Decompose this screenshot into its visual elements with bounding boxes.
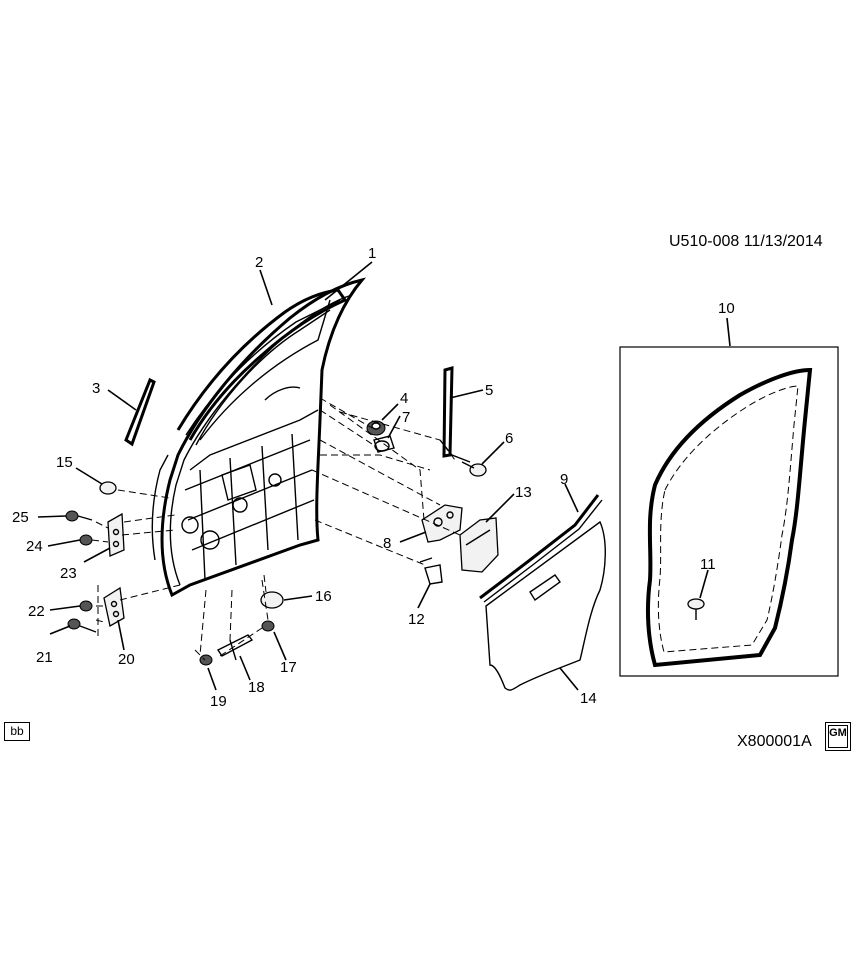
callout-16: 16 xyxy=(315,588,332,605)
lower-hinge xyxy=(103,586,125,628)
callout-6: 6 xyxy=(505,430,513,447)
bracket-13 xyxy=(459,517,499,573)
callout-14: 14 xyxy=(580,690,597,707)
gm-logo: GM xyxy=(825,722,851,751)
callout-22: 22 xyxy=(28,603,45,620)
water-deflector xyxy=(485,520,606,691)
bolt-24 xyxy=(79,534,93,546)
window-channel xyxy=(176,288,348,441)
callout-labels: 1 2 3 4 5 6 7 8 9 10 11 12 13 14 15 16 1… xyxy=(12,245,735,710)
check-link-18 xyxy=(216,634,254,661)
callout-9: 9 xyxy=(560,471,568,488)
bolt-22 xyxy=(79,600,93,612)
callout-4: 4 xyxy=(400,390,408,407)
bolt-19 xyxy=(199,654,213,666)
door-shell xyxy=(151,277,367,598)
callout-19: 19 xyxy=(210,693,227,710)
callout-7: 7 xyxy=(402,409,410,426)
callout-21: 21 xyxy=(36,649,53,666)
figure-id: X800001A xyxy=(737,733,812,750)
callout-2: 2 xyxy=(255,254,263,271)
plug-15 xyxy=(99,481,117,495)
weatherstrip-9 xyxy=(479,494,600,600)
clip-12 xyxy=(419,557,443,585)
bumper-7 xyxy=(373,435,395,453)
callout-1: 1 xyxy=(368,245,376,262)
callout-12: 12 xyxy=(408,611,425,628)
callout-11: 11 xyxy=(700,556,716,573)
nut-4 xyxy=(366,420,386,436)
bolt-6 xyxy=(461,461,487,477)
callout-3: 3 xyxy=(92,380,100,397)
callout-25: 25 xyxy=(12,509,29,526)
latch-bracket xyxy=(421,504,463,543)
upper-hinge xyxy=(107,512,125,557)
callout-20: 20 xyxy=(118,651,135,668)
weatherstrip-kit xyxy=(619,346,839,677)
callout-15: 15 xyxy=(56,454,73,471)
callout-17: 17 xyxy=(280,659,297,676)
leader-lines xyxy=(37,261,731,691)
bolt-25 xyxy=(65,510,93,522)
callout-5: 5 xyxy=(485,382,493,399)
applique xyxy=(124,377,156,447)
plug-16 xyxy=(260,591,284,609)
callout-18: 18 xyxy=(248,679,265,696)
document-id: U510-008 11/13/2014 xyxy=(669,233,823,250)
gm-logo-text: GM xyxy=(828,725,848,748)
rear-channel xyxy=(439,365,471,463)
callout-13: 13 xyxy=(515,484,532,501)
assembly-lines xyxy=(91,397,461,661)
bolt-17 xyxy=(261,620,275,632)
callout-8: 8 xyxy=(383,535,391,552)
callout-24: 24 xyxy=(26,538,43,555)
callout-23: 23 xyxy=(60,565,77,582)
pushpin-11 xyxy=(687,598,705,620)
callout-10: 10 xyxy=(718,300,735,317)
badge-box: bb xyxy=(4,722,30,741)
bolt-21 xyxy=(67,618,97,633)
